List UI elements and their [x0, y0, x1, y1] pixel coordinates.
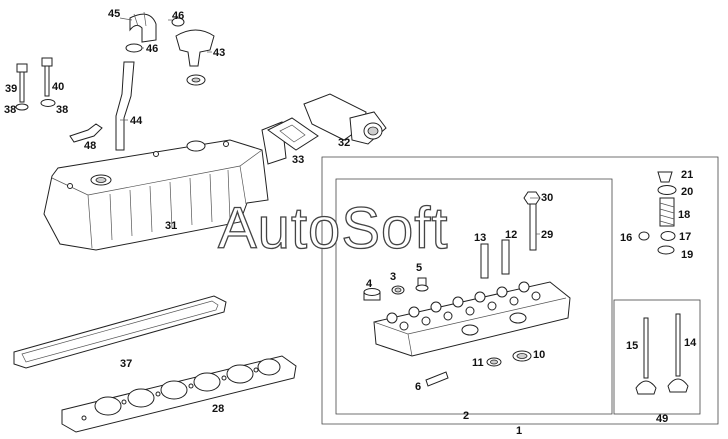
part-label-13: 13 [474, 232, 486, 244]
part-label-32: 32 [338, 137, 350, 149]
valve-guide-part-12 [501, 239, 510, 275]
watermark-text: AutoSoft [218, 196, 448, 261]
clamp-part-46 [171, 17, 185, 27]
part-label-46-top: 46 [172, 10, 184, 22]
part-label-29: 29 [541, 229, 553, 241]
intake-valve-part-15 [635, 317, 657, 395]
part-label-2: 2 [463, 410, 469, 422]
valve-cover-part [43, 139, 269, 251]
seal-part-4 [363, 288, 381, 301]
exhaust-valve-part-14 [667, 313, 689, 393]
part-label-19: 19 [681, 249, 693, 261]
part-label-28: 28 [212, 403, 224, 415]
part-label-16: 16 [620, 232, 632, 244]
part-label-40: 40 [52, 81, 64, 93]
part-label-43: 43 [213, 47, 225, 59]
part-label-6: 6 [415, 381, 421, 393]
valve-spring-part-18 [659, 197, 675, 227]
seal-ring-part-11 [486, 357, 502, 367]
head-gasket-part [61, 355, 297, 433]
bolt-part-39 [16, 63, 28, 103]
spring-retainer-part-20 [657, 185, 677, 195]
part-label-1: 1 [516, 425, 522, 437]
clamp-part-46b [125, 43, 143, 53]
part-label-38-left: 38 [4, 104, 16, 116]
part-label-14: 14 [684, 337, 697, 349]
valve-cover-gasket-part [13, 295, 227, 369]
spring-seat-part-19 [657, 245, 675, 255]
plug-part-3 [391, 285, 405, 295]
valve-seal-part-17 [660, 231, 676, 241]
washer-part-38b [40, 99, 56, 107]
part-label-21: 21 [681, 169, 693, 181]
valve-seal-part-16 [638, 231, 650, 241]
breather-cap-part [175, 29, 215, 86]
valve-keeper-part-21 [657, 171, 673, 183]
washer-part-38a [15, 103, 29, 111]
breather-hose-part [115, 61, 135, 151]
thermostat-housing-part [303, 93, 387, 145]
part-label-48: 48 [84, 140, 96, 152]
cylinder-head-part [373, 281, 571, 357]
part-label-17: 17 [679, 231, 691, 243]
bracket-part [69, 123, 103, 143]
part-label-11: 11 [472, 357, 484, 369]
part-label-18: 18 [678, 209, 690, 221]
part-label-45: 45 [108, 8, 120, 20]
part-label-46-bottom: 46 [146, 43, 158, 55]
part-label-44: 44 [130, 115, 143, 127]
part-label-33: 33 [292, 154, 304, 166]
part-label-3: 3 [390, 271, 396, 283]
assembly-frame-2 [335, 178, 505, 415]
leader-lines [119, 17, 540, 235]
part-label-39: 39 [5, 83, 17, 95]
screw-plug-part-5 [415, 277, 429, 292]
part-label-31: 31 [165, 220, 177, 232]
part-label-10: 10 [533, 349, 545, 361]
hose-elbow-part [129, 11, 157, 43]
stud-part-6 [425, 371, 449, 387]
part-label-49: 49 [656, 413, 668, 425]
part-label-38-right: 38 [56, 104, 68, 116]
part-label-20: 20 [681, 186, 693, 198]
seal-ring-part-10 [512, 350, 532, 362]
bolt-part-40 [41, 57, 53, 97]
part-label-15: 15 [626, 340, 638, 352]
assembly-frame-1 [321, 156, 719, 425]
part-label-4: 4 [366, 278, 373, 290]
part-label-37: 37 [120, 358, 132, 370]
assembly-frame-49 [613, 299, 701, 415]
stud-part-29 [529, 203, 537, 251]
valve-guide-part-13 [480, 243, 489, 279]
part-label-5: 5 [416, 262, 422, 274]
part-label-12: 12 [505, 229, 517, 241]
assembly-frame-2-right [505, 178, 613, 415]
part-label-30: 30 [541, 192, 553, 204]
flange-gasket-part [267, 117, 319, 151]
